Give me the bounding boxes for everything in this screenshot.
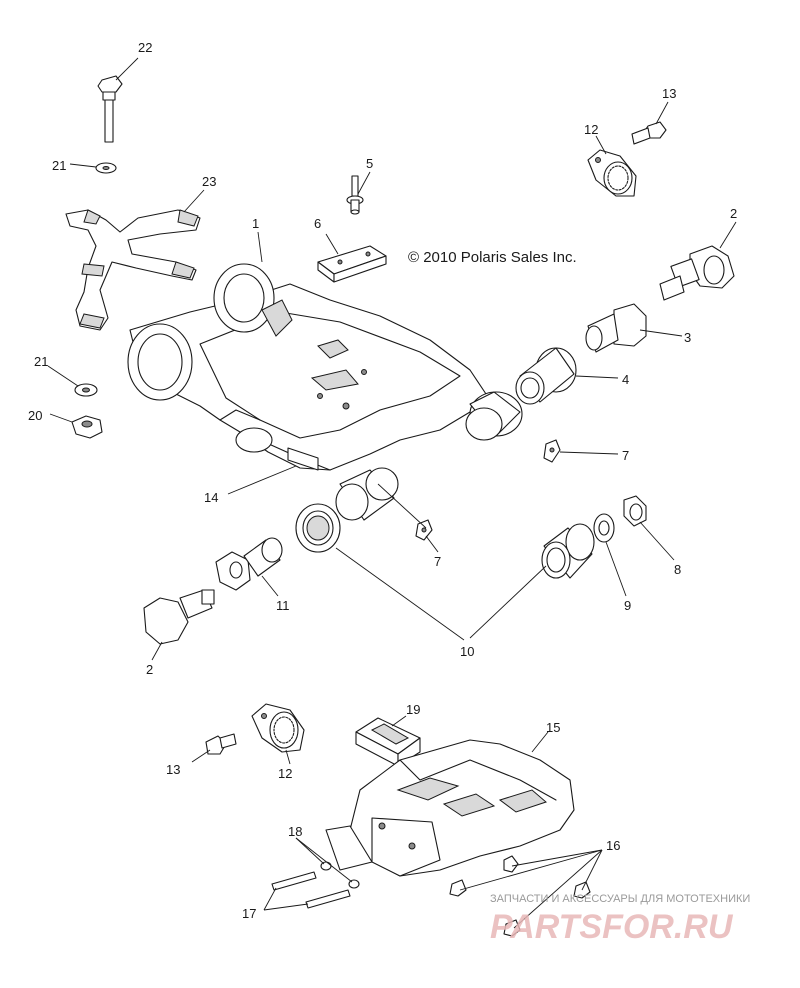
callout-21-lower: 21 — [34, 354, 48, 369]
part-21-washer-lower — [74, 383, 98, 397]
part-15-guard — [325, 739, 575, 877]
part-10-bearing-right — [541, 523, 595, 579]
callout-19: 19 — [406, 702, 420, 717]
callout-8: 8 — [674, 562, 681, 577]
callout-13-top: 13 — [662, 86, 676, 101]
callout-7-right: 7 — [622, 448, 629, 463]
callout-20: 20 — [28, 408, 42, 423]
callout-9: 9 — [624, 598, 631, 613]
watermark-logo: PARTSFOR.RU — [490, 908, 734, 946]
copyright-text: © 2010 Polaris Sales Inc. — [408, 249, 577, 266]
callout-1: 1 — [252, 216, 259, 231]
part-21-washer-top — [95, 162, 117, 174]
part-2-pivot-bottom — [143, 589, 215, 645]
part-9-washer — [593, 513, 615, 543]
part-8-nut — [623, 495, 647, 527]
part-7-fitting-right — [543, 439, 561, 463]
part-20-nut — [71, 415, 103, 439]
callout-18: 18 — [288, 824, 302, 839]
part-6-plate — [317, 245, 387, 283]
callout-21-top: 21 — [52, 158, 66, 173]
callout-11: 11 — [276, 598, 290, 613]
part-7-fitting-center — [415, 519, 433, 541]
callout-3: 3 — [684, 330, 691, 345]
part-center-sleeve — [335, 467, 399, 521]
callout-10: 10 — [460, 644, 474, 659]
callout-17: 17 — [242, 906, 256, 921]
callout-14: 14 — [204, 490, 218, 505]
callout-23: 23 — [202, 174, 216, 189]
callout-5: 5 — [366, 156, 373, 171]
part-13-bolt-top — [631, 121, 667, 145]
callout-12-bottom: 12 — [278, 766, 292, 781]
part-11-bushing — [215, 537, 283, 591]
part-17-screws — [271, 871, 351, 909]
callout-13-bottom: 13 — [166, 762, 180, 777]
part-13-bolt-bottom — [205, 733, 237, 755]
part-5-rivet — [346, 175, 364, 215]
part-1-swing-arm — [127, 263, 523, 471]
callout-6: 6 — [314, 216, 321, 231]
callout-2-bottom: 2 — [146, 662, 153, 677]
part-22-bolt — [97, 75, 123, 143]
part-12-flange-bottom — [251, 703, 305, 753]
watermark-subtitle: ЗАПЧАСТИ И АКСЕССУАРЫ ДЛЯ МОТОТЕХНИКИ — [490, 893, 750, 905]
callout-12-top: 12 — [584, 122, 598, 137]
part-23-bracket — [65, 209, 201, 331]
callout-22: 22 — [138, 40, 152, 55]
callout-16: 16 — [606, 838, 620, 853]
part-10-bearing-left — [295, 503, 341, 553]
part-3-bushing — [585, 303, 647, 353]
callout-4: 4 — [622, 372, 629, 387]
part-2-pivot-top — [659, 245, 735, 301]
part-12-flange-top — [587, 149, 637, 197]
callout-15: 15 — [546, 720, 560, 735]
part-4-bearing — [515, 347, 577, 405]
callout-2-top: 2 — [730, 206, 737, 221]
callout-7-center: 7 — [434, 554, 441, 569]
